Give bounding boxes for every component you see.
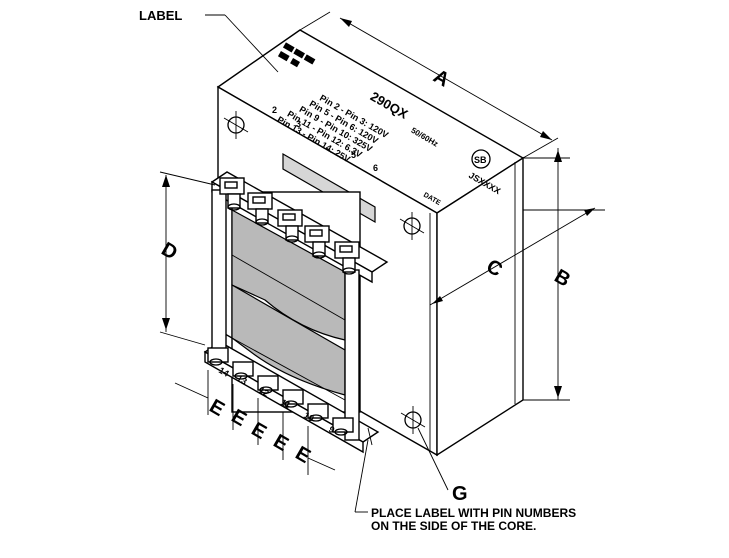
pin-number-11: 11: [279, 397, 292, 410]
terminal: [304, 225, 330, 259]
terminal: [334, 241, 360, 275]
terminal: [332, 417, 354, 436]
dimension-e: E: [206, 395, 229, 421]
pin-number-14: 14: [217, 365, 231, 379]
note-line-2: ON THE SIDE OF THE CORE.: [371, 519, 536, 533]
note-line-1: PLACE LABEL WITH PIN NUMBERS: [371, 506, 576, 520]
upper-terminals: [219, 177, 360, 275]
pin-number-10: 10: [302, 410, 316, 424]
dimension-d: D: [158, 238, 182, 264]
certification-logo: SB: [471, 149, 491, 169]
terminal: [307, 403, 329, 422]
lower-terminals: 14 13 12 11 10 9: [207, 347, 354, 436]
dimension-e: E: [228, 405, 251, 431]
pin-number-9: 9: [327, 424, 336, 435]
terminal: [277, 209, 303, 243]
pin-number-12: 12: [257, 385, 271, 399]
mounting-hole: [399, 212, 425, 240]
dimension-a: A: [430, 65, 454, 91]
dimension-lines: [159, 11, 605, 513]
svg-text:SB: SB: [474, 155, 487, 165]
terminal: [257, 375, 279, 394]
mounting-hole: [400, 406, 426, 434]
terminal: [232, 361, 254, 380]
terminal: [219, 177, 245, 211]
terminal: [247, 192, 273, 226]
dimension-e: E: [270, 430, 293, 456]
dimension-e: E: [292, 442, 315, 468]
brand-logo: [277, 42, 316, 68]
pin-number-6: 6: [373, 163, 378, 173]
pin-number-2: 2: [272, 105, 277, 115]
pin-number-3: 3: [296, 119, 301, 129]
terminal: [282, 389, 304, 408]
dimension-g: G: [452, 483, 468, 505]
dimension-b: B: [551, 265, 575, 291]
terminal: [207, 347, 229, 366]
label-callout: LABEL: [139, 8, 182, 23]
pin-number-5: 5: [351, 150, 356, 160]
dimension-e: E: [248, 418, 271, 444]
mounting-hole: [223, 111, 249, 139]
pin-number-13: 13: [235, 373, 249, 387]
